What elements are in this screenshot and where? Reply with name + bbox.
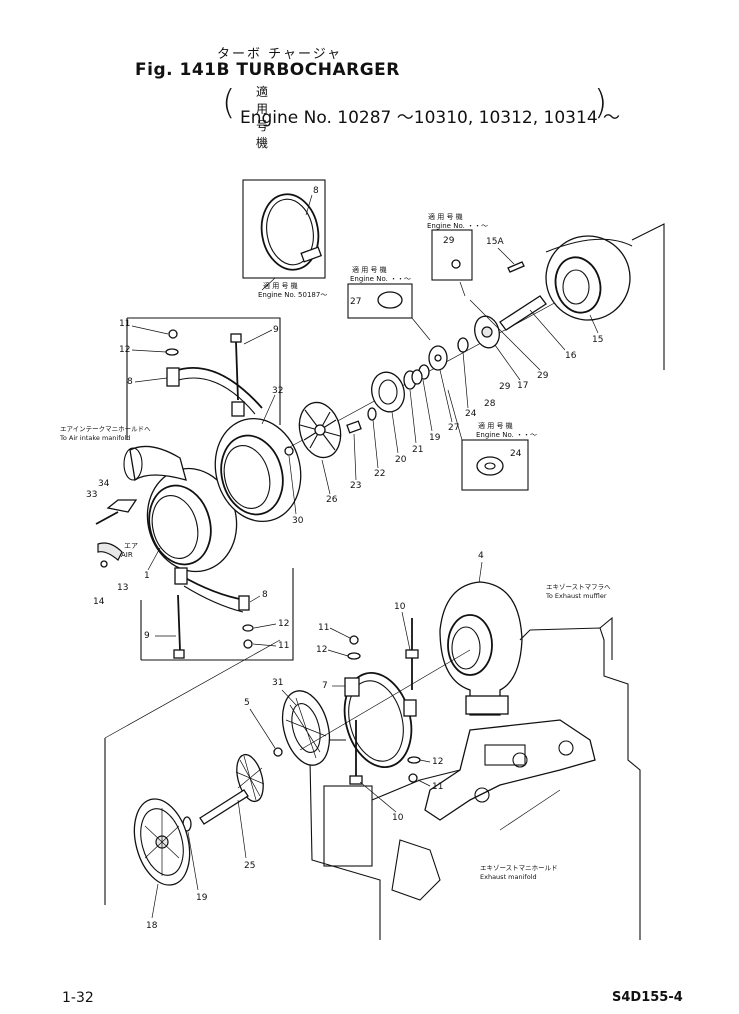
callout-25: 25: [244, 861, 255, 871]
callout-15A: 15A: [486, 237, 504, 247]
callout-23: 23: [350, 481, 361, 491]
callout-27: 27: [448, 423, 459, 433]
turbine-wheel-group: 10 11 12 7 12 11 10: [104, 602, 471, 931]
figure-title: Fig. 141B TURBOCHARGER: [135, 60, 400, 80]
note-8-applicability-jp: 適 用 号 機: [263, 281, 298, 290]
note-exhaust-muffler-en: To Exhaust muffler: [545, 592, 607, 600]
turbine-housing-exhaust-group: エキゾーストマフラへ To Exhaust muffler 4 エ: [309, 551, 641, 940]
callout-21: 21: [412, 445, 423, 455]
rotor-assembly-center: 26 23 22 20 21 19: [287, 223, 665, 505]
note-24-applicability-jp: 適 用 号 機: [478, 421, 513, 430]
callout-8: 8: [313, 186, 319, 196]
callout-12: 12: [316, 645, 327, 655]
callout-16: 16: [565, 351, 577, 361]
note-24-applicability-en: Engine No. ・・～: [476, 431, 537, 439]
callout-10: 10: [392, 813, 404, 823]
callout-9: 9: [273, 325, 279, 335]
callout-4: 4: [478, 551, 484, 561]
callout-17: 17: [517, 381, 528, 391]
note-air-en: AIR: [121, 551, 133, 559]
callout-7: 7: [322, 681, 328, 691]
compressor-housing-group: 11 12 8 9 32 33 34: [59, 317, 304, 607]
paren-open: (: [222, 83, 236, 123]
note-29-applicability-jp: 適 用 号 機: [428, 212, 463, 221]
note-27-applicability-jp: 適 用 号 機: [352, 265, 387, 274]
note-exhaust-manifold-jp: エキゾーストマニホールド: [480, 864, 558, 872]
callout-31: 31: [272, 678, 283, 688]
applicability-japanese: 適 用 号 機: [256, 85, 272, 150]
callout-8: 8: [127, 377, 133, 387]
callout-32: 32: [272, 386, 283, 396]
page-number: 1-32: [62, 990, 94, 1006]
paren-close: ): [594, 83, 608, 123]
applicability-engine-range: Engine No. 10287 ～10310, 10312, 10314 ～: [240, 108, 621, 128]
callout-26: 26: [326, 495, 338, 505]
callout-19: 19: [196, 893, 208, 903]
drawing-code: S4D155-4: [612, 990, 683, 1005]
callout-22: 22: [374, 469, 385, 479]
callout-14: 14: [93, 597, 105, 607]
note-27-applicability-en: Engine No. ・・～: [350, 275, 411, 283]
callout-13: 13: [117, 583, 128, 593]
note-8-applicability-en: Engine No. 50187～: [258, 291, 327, 299]
inset-box-clamp-8: 8: [242, 179, 326, 279]
callout-12: 12: [432, 757, 443, 767]
callout-11: 11: [432, 782, 443, 792]
callout-29: 29: [443, 236, 455, 246]
note-exhaust-muffler-jp: エキゾーストマフラへ: [546, 583, 611, 591]
callout-28: 28: [484, 399, 496, 409]
callout-27: 27: [350, 297, 361, 307]
callout-11: 11: [278, 641, 289, 651]
callout-24: 24: [510, 449, 522, 459]
inset-box-24: 適 用 号 機 Engine No. ・・～ 24: [447, 389, 537, 491]
callout-34: 34: [98, 479, 110, 489]
callout-9: 9: [144, 631, 150, 641]
lower-clamp-group: 8 9 12 11: [140, 567, 294, 661]
callout-8: 8: [262, 590, 268, 600]
note-29-applicability-en: Engine No. ・・～: [427, 222, 488, 230]
inset-box-27: 適 用 号 機 Engine No. ・・～ 27: [347, 265, 431, 341]
callout-30: 30: [292, 516, 304, 526]
callout-29: 29: [499, 382, 511, 392]
callout-24: 24: [465, 409, 477, 419]
title-japanese: ターボ チャージャ: [217, 47, 343, 62]
callout-15: 15: [592, 335, 603, 345]
callout-20: 20: [395, 455, 407, 465]
callout-5: 5: [244, 698, 250, 708]
note-air-jp: エア: [124, 542, 138, 550]
note-air-intake-en: To Air intake manifold: [59, 434, 130, 442]
callout-18: 18: [146, 921, 158, 931]
callout-1: 1: [144, 571, 150, 581]
callout-12: 12: [278, 619, 289, 629]
callout-19: 19: [429, 433, 441, 443]
inset-box-29: 適 用 号 機 Engine No. ・・～ 29: [427, 212, 488, 297]
callout-29: 29: [537, 371, 549, 381]
callout-11: 11: [119, 319, 130, 329]
callout-11: 11: [318, 623, 329, 633]
callout-12: 12: [119, 345, 130, 355]
callout-10: 10: [394, 602, 406, 612]
callout-33: 33: [86, 490, 97, 500]
note-air-intake-jp: エアインテークマニホールドへ: [60, 425, 151, 433]
note-exhaust-manifold-en: Exhaust manifold: [480, 873, 537, 881]
